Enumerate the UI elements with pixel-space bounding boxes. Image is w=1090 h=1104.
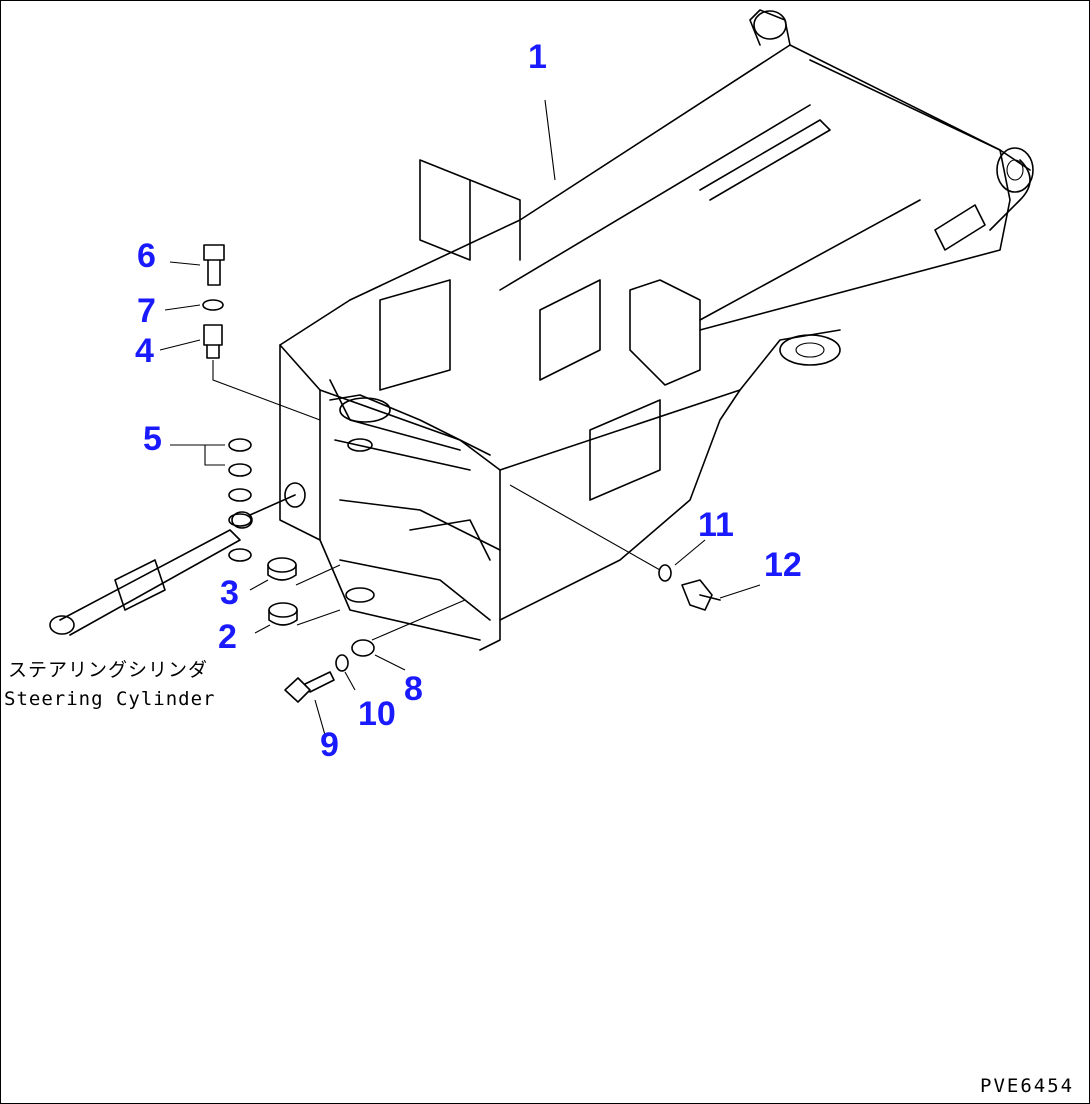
- callout-labels: 1 2 3 4 5 6 7 8 9 10 11 12: [135, 38, 802, 764]
- callout-12: 12: [764, 546, 802, 584]
- callout-6: 6: [137, 237, 156, 275]
- callout-5: 5: [143, 420, 162, 458]
- steering-cylinder-drawing: [49, 482, 306, 636]
- callout-2: 2: [218, 618, 237, 656]
- callout-4: 4: [135, 332, 154, 370]
- callout-1: 1: [528, 38, 547, 76]
- caption-english: Steering Cylinder: [4, 688, 215, 710]
- caption-japanese: ステアリングシリンダ: [8, 659, 208, 681]
- figure-code: PVE6454: [980, 1075, 1074, 1097]
- main-frame-drawing: [279, 9, 1034, 651]
- callout-7: 7: [137, 292, 156, 330]
- callout-10: 10: [358, 695, 396, 733]
- callout-9: 9: [320, 726, 339, 764]
- callout-8: 8: [404, 670, 423, 708]
- callout-3: 3: [220, 574, 239, 612]
- callout-11: 11: [698, 506, 734, 544]
- loose-parts-drawing: [159, 99, 761, 736]
